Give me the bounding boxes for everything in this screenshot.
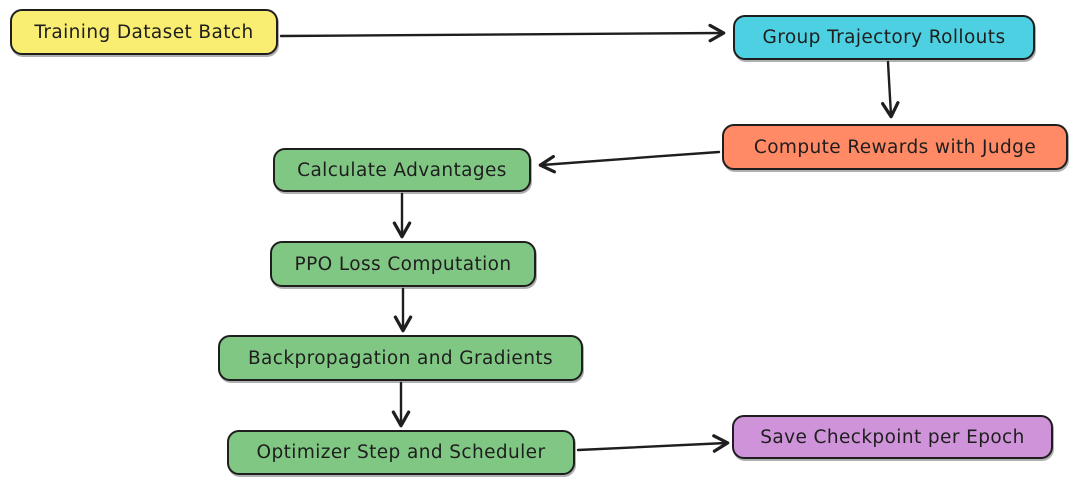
- node-group-trajectory-rollouts[interactable]: Group Trajectory Rollouts: [733, 15, 1035, 60]
- arrow-rollouts-to-rewards: [881, 60, 900, 119]
- node-label: Optimizer Step and Scheduler: [256, 442, 546, 463]
- node-label: Calculate Advantages: [297, 159, 507, 181]
- arrow-training-to-rollouts: [279, 23, 726, 43]
- node-compute-rewards-with-judge[interactable]: Compute Rewards with Judge: [722, 124, 1068, 170]
- node-label: Training Dataset Batch: [34, 21, 254, 43]
- node-calculate-advantages[interactable]: Calculate Advantages: [273, 148, 531, 192]
- node-label: Group Trajectory Rollouts: [762, 27, 1006, 48]
- node-optimizer-step-and-scheduler[interactable]: Optimizer Step and Scheduler: [227, 430, 575, 475]
- arrow-optimizer-to-checkpoint: [576, 434, 730, 453]
- node-save-checkpoint-per-epoch[interactable]: Save Checkpoint per Epoch: [732, 415, 1053, 459]
- node-label: PPO Loss Computation: [294, 253, 512, 275]
- node-backpropagation-and-gradients[interactable]: Backpropagation and Gradients: [218, 335, 583, 381]
- node-label: Compute Rewards with Judge: [753, 136, 1037, 158]
- node-training-dataset-batch[interactable]: Training Dataset Batch: [10, 9, 278, 55]
- node-label: Backpropagation and Gradients: [247, 347, 554, 369]
- node-ppo-loss-computation[interactable]: PPO Loss Computation: [270, 241, 536, 287]
- arrow-rewards-to-advantages: [538, 150, 721, 174]
- node-label: Save Checkpoint per Epoch: [760, 426, 1025, 448]
